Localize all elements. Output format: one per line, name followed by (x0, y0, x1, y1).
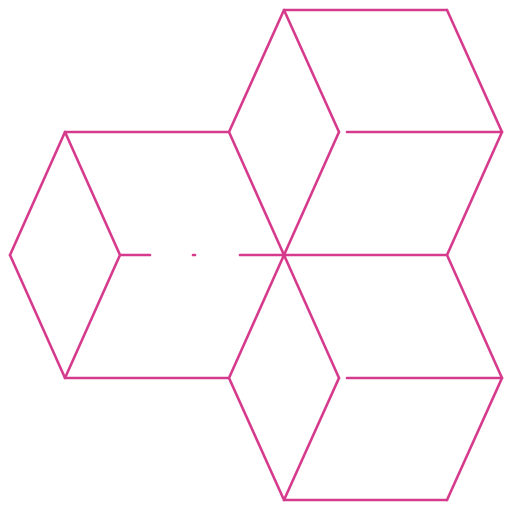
left-cube-edge-8 (227, 253, 286, 380)
left-cube-edge-7 (227, 130, 286, 257)
left-cube-edge-3 (8, 253, 67, 380)
left-cube-edge-5 (63, 130, 122, 257)
bottom-cube-edge-6 (445, 253, 504, 380)
bottom-cube-edge-1 (282, 253, 341, 380)
bottom-cube-edge-2 (282, 376, 341, 502)
top-cube-edge-5 (227, 8, 286, 134)
top-cube-edge-7 (282, 130, 341, 257)
bottom-cube-edge-3 (227, 376, 286, 502)
bottom-cube-edge-5 (445, 376, 504, 502)
top-cube-edge-3 (445, 130, 504, 257)
left-cube-edge-2 (8, 130, 67, 257)
cube-edges (8, 8, 504, 502)
top-cube-edge-6 (282, 8, 341, 134)
left-cube-edge-6 (63, 253, 122, 380)
top-cube-edge-2 (445, 8, 504, 134)
